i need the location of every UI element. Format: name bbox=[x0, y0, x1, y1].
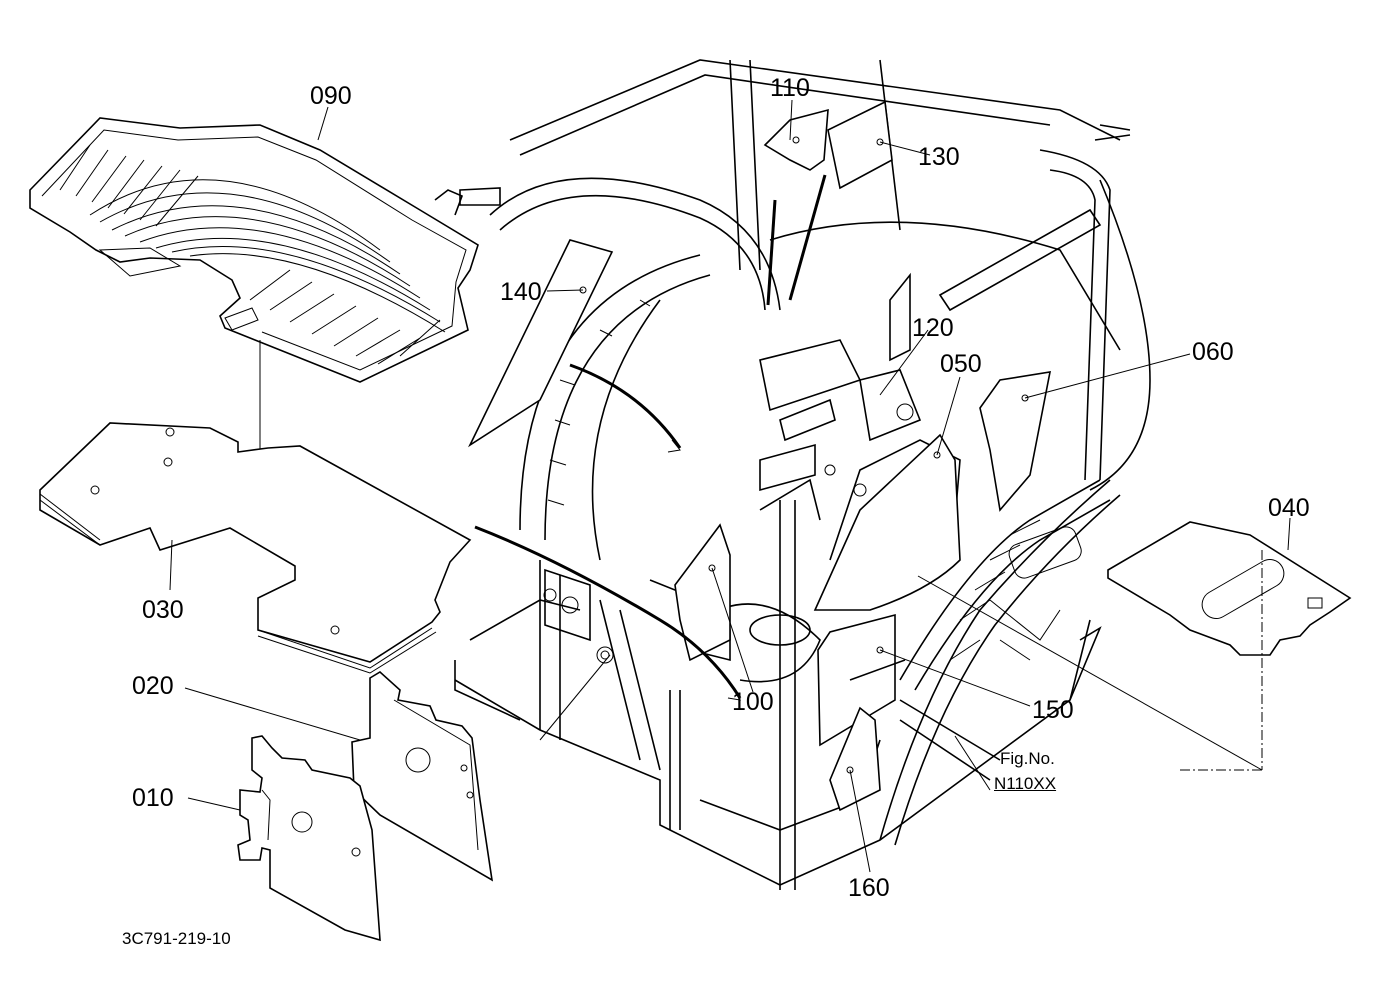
part-060-panel bbox=[979, 371, 1052, 512]
part-label-120: 120 bbox=[912, 314, 954, 342]
part-label-010: 010 bbox=[132, 784, 174, 812]
figure-caption: Fig.No. bbox=[1000, 749, 1055, 768]
part-label-040: 040 bbox=[1268, 494, 1310, 522]
part-160-panel bbox=[829, 706, 881, 812]
cab-frame bbox=[454, 59, 1151, 890]
part-label-050: 050 bbox=[940, 350, 982, 378]
part-label-020: 020 bbox=[132, 672, 174, 700]
part-040-ref-line bbox=[1180, 550, 1263, 771]
part-040-floor-plate bbox=[1107, 521, 1352, 656]
part-090-floor-mat bbox=[29, 117, 479, 383]
part-140-panel bbox=[468, 239, 614, 448]
part-130-panel bbox=[827, 100, 893, 190]
part-label-140: 140 bbox=[500, 278, 542, 306]
drawing-number: 3C791-219-10 bbox=[122, 929, 231, 948]
leader-lines bbox=[169, 99, 1291, 873]
part-label-130: 130 bbox=[918, 143, 960, 171]
figure-number: N110XX bbox=[994, 774, 1057, 793]
part-label-030: 030 bbox=[142, 596, 184, 624]
part-030-floor-mat bbox=[39, 422, 472, 674]
part-label-060: 060 bbox=[1192, 338, 1234, 366]
part-label-100: 100 bbox=[732, 688, 774, 716]
part-label-110: 110 bbox=[770, 74, 810, 102]
part-label-150: 150 bbox=[1032, 696, 1074, 724]
part-010-panel bbox=[237, 735, 381, 942]
part-120-panel bbox=[759, 272, 911, 492]
part-label-160: 160 bbox=[848, 874, 890, 902]
part-020-panel bbox=[351, 671, 494, 882]
part-110-bracket bbox=[763, 108, 829, 171]
part-050-panel bbox=[813, 433, 961, 611]
assembly-arrows bbox=[474, 174, 906, 701]
part-label-090: 090 bbox=[310, 82, 352, 110]
part-100-panel bbox=[674, 523, 731, 662]
part-150-panel bbox=[817, 613, 896, 747]
